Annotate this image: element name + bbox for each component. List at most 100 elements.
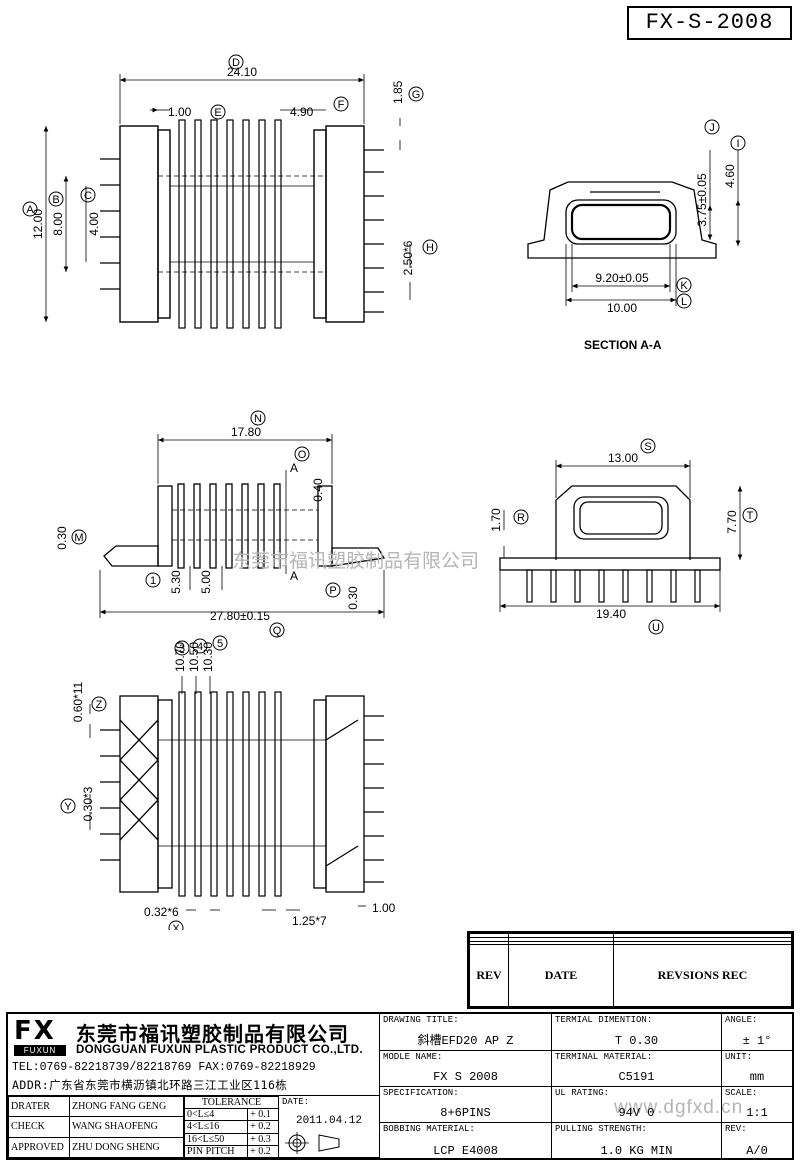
svg-text:E: E <box>214 107 221 119</box>
company-logo: FX <box>14 1016 56 1046</box>
bobbing-material: LCP E4008 <box>433 1144 498 1158</box>
svg-text:1.25*7: 1.25*7 <box>292 914 327 928</box>
section-view-dims <box>565 150 741 306</box>
svg-text:1.00: 1.00 <box>372 901 396 915</box>
drawing-canvas: 24.10 1.00 4.90 1.85 12.00 8.00 4.00 2.5… <box>22 54 758 930</box>
svg-text:5.00: 5.00 <box>199 570 213 594</box>
svg-text:D: D <box>232 57 240 69</box>
svg-text:N: N <box>254 413 262 425</box>
svg-text:S: S <box>644 441 651 453</box>
signoff-role: DRATER <box>8 1095 70 1118</box>
svg-text:0.30: 0.30 <box>55 526 69 550</box>
tolerance-value: + 0.2 <box>247 1144 279 1159</box>
svg-text:1: 1 <box>150 575 156 587</box>
svg-text:4.00: 4.00 <box>87 212 101 236</box>
company-name-cn: 东莞市福讯塑胶制品有限公司 <box>76 1022 349 1046</box>
rev: A/0 <box>746 1144 768 1158</box>
revisions-header: REVSIONS REC <box>613 944 792 1007</box>
svg-text:0.30*3: 0.30*3 <box>81 786 95 821</box>
bottom-view-labels: 10.70 10.50 10.30 3 4 5 0.60*11 Z 0.30*3… <box>60 635 396 930</box>
svg-text:B: B <box>52 194 59 206</box>
angle: ± 1° <box>742 1034 772 1048</box>
end-view-labels: 13.00 19.40 7.70 1.70 S R T U <box>489 438 758 635</box>
svg-text:3: 3 <box>179 643 185 655</box>
watermark-site: www.dgfxd.cn <box>614 1097 744 1118</box>
signoff-role: APPROVED <box>8 1136 70 1159</box>
terminal-dimension-cell: TERMIAL DIMENTION: T 0.30 <box>552 1014 722 1051</box>
side-view-dims <box>99 434 385 618</box>
model-name: FX S 2008 <box>433 1070 498 1084</box>
model-name-cell: MODLE NAME: FX S 2008 <box>380 1051 552 1087</box>
part-number-box: FX-S-2008 <box>627 6 792 40</box>
pulling-strength: 1.0 KG MIN <box>600 1144 673 1158</box>
tolerance-range: PIN PITCH <box>183 1144 249 1159</box>
company-logo-sub: FUXUN <box>14 1045 66 1056</box>
svg-text:0.30: 0.30 <box>346 586 360 610</box>
rev-header: REV <box>469 944 509 1007</box>
svg-text:10.50: 10.50 <box>187 642 201 672</box>
tolerance-value: + 0.1 <box>247 1108 279 1122</box>
side-view <box>103 470 386 574</box>
tolerance-range: 4<L≤16 <box>183 1120 249 1134</box>
bottom-view-dims <box>89 676 366 911</box>
section-view-labels: 3.75±0.05 4.60 9.20±0.05 10.00 SECTION A… <box>584 119 746 352</box>
svg-text:0.32*6: 0.32*6 <box>144 905 179 919</box>
specification-cell: SPECIFICATION: 8+6PINS <box>380 1087 552 1123</box>
signoff-name: WANG SHAOFENG <box>69 1116 184 1138</box>
svg-text:T: T <box>747 510 754 522</box>
end-view-dims <box>499 460 743 612</box>
svg-text:3.75±0.05: 3.75±0.05 <box>695 173 709 227</box>
svg-text:5: 5 <box>217 638 223 650</box>
projection-symbol-icon <box>285 1132 340 1154</box>
specification: 8+6PINS <box>440 1106 491 1120</box>
terminal-material-cell: TERMINAL MATERIAL: C5191 <box>552 1051 722 1087</box>
svg-text:R: R <box>517 512 525 524</box>
tolerance-value: + 0.2 <box>247 1120 279 1134</box>
svg-text:1.70: 1.70 <box>489 508 503 532</box>
side-view-labels: 17.80 0.40 0.30 5.30 5.00 0.30 27.80±0.1… <box>55 410 360 638</box>
drawing-title-cell: DRAWING TITLE: 斜槽EFD20 AP Z <box>380 1014 552 1051</box>
svg-text:G: G <box>412 89 421 101</box>
svg-text:M: M <box>74 532 83 544</box>
tolerance-range: 0<L≤4 <box>183 1108 249 1122</box>
scale: 1:1 <box>746 1106 768 1120</box>
scale-cell: SCALE: 1:1 <box>722 1087 792 1123</box>
tolerance-table: TOLERANCE 0<L≤4+ 0.1 4<L≤16+ 0.2 16<L≤50… <box>183 1095 279 1159</box>
svg-text:17.80: 17.80 <box>231 425 261 439</box>
svg-text:I: I <box>736 138 739 150</box>
top-view-labels: 24.10 1.00 4.90 1.85 12.00 8.00 4.00 2.5… <box>31 65 415 275</box>
revision-table: REV DATE REVSIONS REC <box>467 931 794 1009</box>
company-address: ADDR:广东省东莞市横沥镇北环路三江工业区116栋 <box>12 1078 288 1092</box>
svg-text:8.00: 8.00 <box>51 212 65 236</box>
svg-text:10.70: 10.70 <box>173 642 187 672</box>
date-header: DATE <box>508 944 614 1007</box>
svg-text:13.00: 13.00 <box>608 451 638 465</box>
svg-text:A: A <box>26 204 34 216</box>
svg-text:F: F <box>338 99 345 111</box>
signoff-name: ZHONG FANG GENG <box>69 1095 184 1118</box>
rev-cell: REV: A/0 <box>722 1123 792 1160</box>
svg-text:Q: Q <box>273 625 282 637</box>
svg-text:19.40: 19.40 <box>596 607 626 621</box>
svg-text:1.85: 1.85 <box>391 80 405 104</box>
svg-text:27.80±0.15: 27.80±0.15 <box>210 609 270 623</box>
svg-text:2.50*6: 2.50*6 <box>401 240 415 275</box>
svg-text:10.00: 10.00 <box>607 301 637 315</box>
tolerance-range: 16<L≤50 <box>183 1132 249 1146</box>
top-view <box>100 119 384 329</box>
terminal-material: C5191 <box>618 1070 655 1084</box>
svg-text:0.60*11: 0.60*11 <box>71 681 85 722</box>
signoff-table: DRATER ZHONG FANG GENG CHECK WANG SHAOFE… <box>8 1095 184 1159</box>
tolerance-value: + 0.3 <box>247 1132 279 1146</box>
svg-text:4: 4 <box>197 641 203 653</box>
svg-text:J: J <box>709 122 715 134</box>
bottom-view <box>100 691 384 897</box>
angle-cell: ANGLE: ± 1° <box>722 1014 792 1051</box>
svg-text:4.90: 4.90 <box>290 105 314 119</box>
svg-text:7.70: 7.70 <box>725 510 739 534</box>
signoff-role: CHECK <box>8 1116 70 1138</box>
title-block: FX FUXUN 东莞市福讯塑胶制品有限公司 DONGGUAN FUXUN PL… <box>6 1012 794 1160</box>
date-cell: DATE: 2011.04.12 <box>279 1096 380 1158</box>
unit: mm <box>749 1070 765 1084</box>
svg-text:X: X <box>172 923 180 930</box>
